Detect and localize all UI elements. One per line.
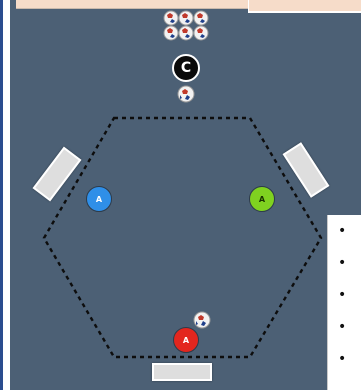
soccer-ball-icon	[163, 10, 179, 26]
info-list-item: •	[328, 343, 361, 375]
info-list: • • • • •	[328, 215, 361, 375]
player-green-label: A	[259, 195, 265, 204]
hexagon-boundary	[44, 118, 321, 357]
info-list-item: •	[328, 279, 361, 311]
soccer-ball-icon	[193, 10, 209, 26]
bumper-bottom[interactable]	[152, 363, 212, 381]
soccer-ball-icon[interactable]	[193, 311, 211, 329]
info-list-item: •	[328, 247, 361, 279]
soccer-ball-icon[interactable]	[177, 85, 195, 103]
soccer-ball-icon	[178, 25, 194, 41]
player-blue-label: A	[96, 195, 102, 204]
info-panel: • • • • •	[327, 215, 361, 390]
soccer-ball-icon	[178, 10, 194, 26]
player-red[interactable]: A	[173, 327, 199, 353]
coach-label: C	[181, 60, 191, 76]
coach-token[interactable]: C	[172, 54, 200, 82]
player-red-label: A	[183, 336, 189, 345]
ball-supply-cluster[interactable]	[161, 8, 213, 44]
player-blue[interactable]: A	[86, 186, 112, 212]
soccer-ball-icon	[163, 25, 179, 41]
soccer-ball-icon	[193, 25, 209, 41]
player-green[interactable]: A	[249, 186, 275, 212]
info-list-item: •	[328, 311, 361, 343]
info-list-item: •	[328, 215, 361, 247]
